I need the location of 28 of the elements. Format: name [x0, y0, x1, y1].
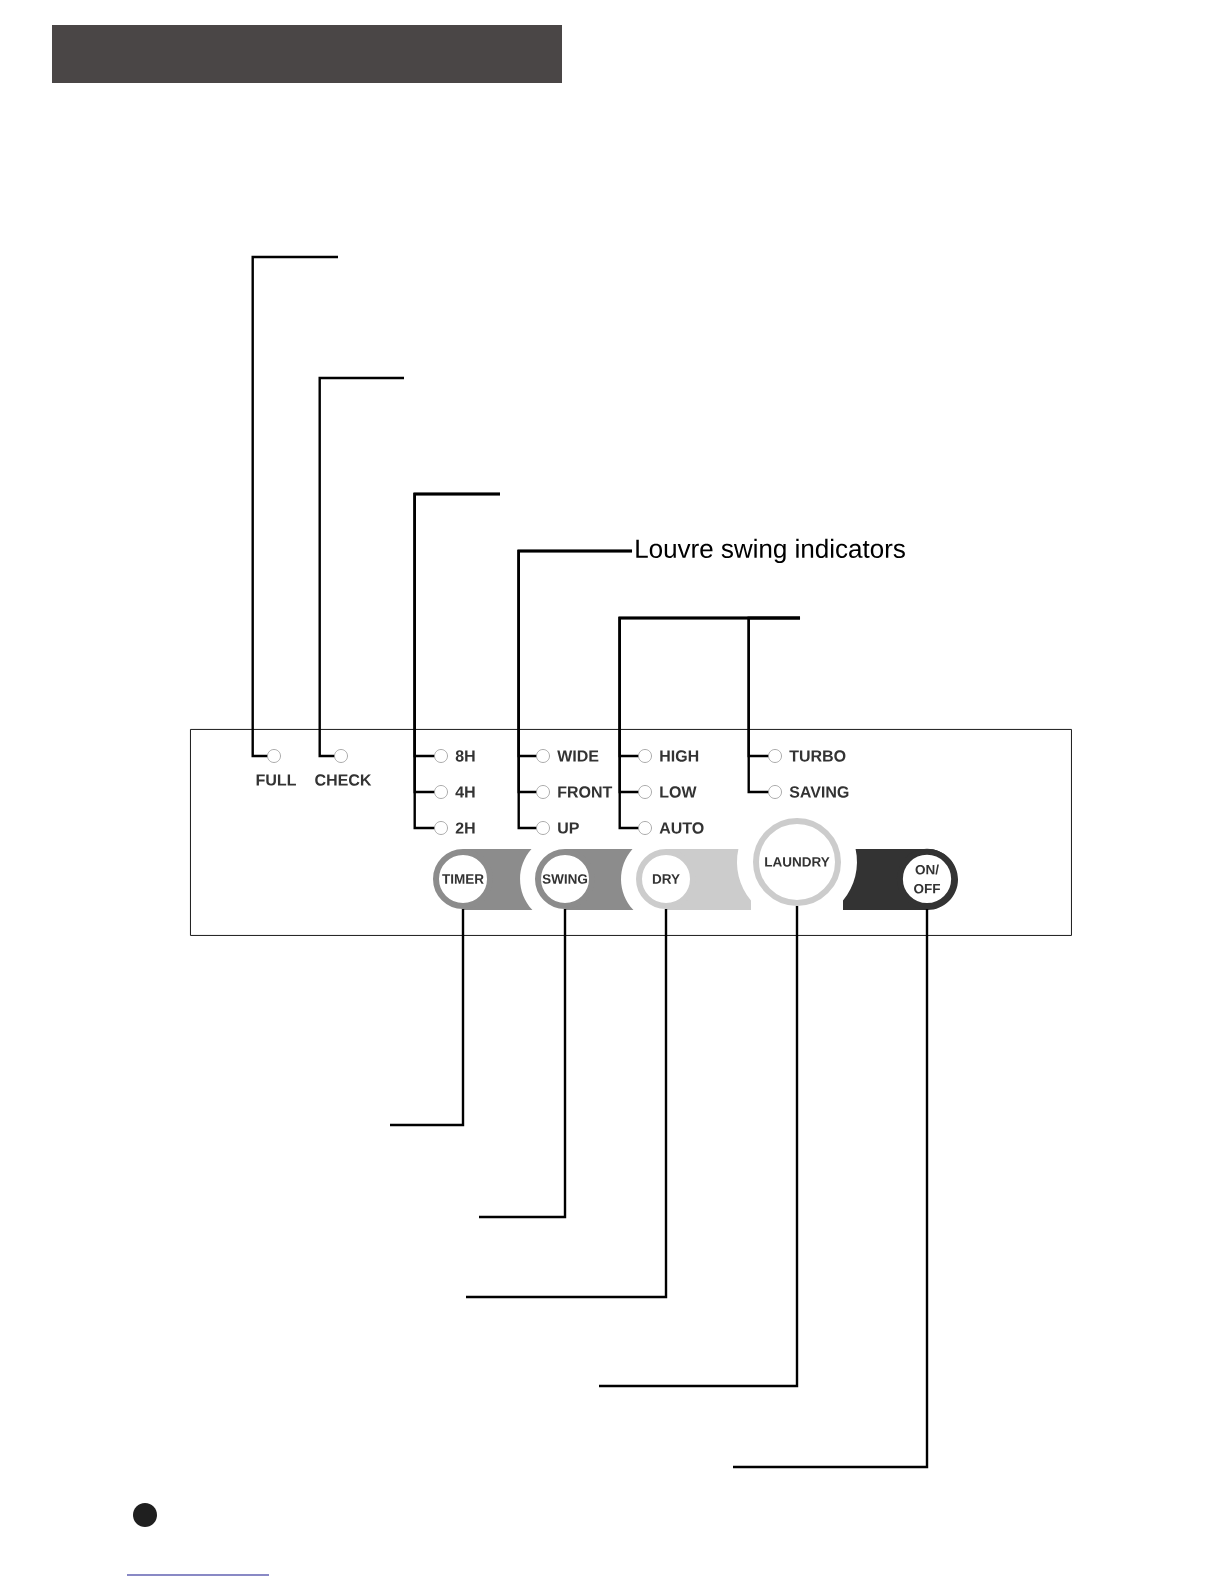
- indicator-label: UP: [558, 822, 579, 834]
- leader-line: [466, 909, 668, 1299]
- indicator-label: AUTO: [659, 822, 704, 834]
- leader-line: [390, 909, 465, 1127]
- indicator-label: 2H: [455, 822, 475, 834]
- indicator-label: 4H: [455, 786, 475, 798]
- indicator-label: FULL: [256, 774, 296, 786]
- callout-text: Louvre swing indicators: [636, 538, 905, 564]
- indicator-label: CHECK: [315, 774, 372, 786]
- control-button: TIMER: [433, 849, 533, 910]
- control-button: LAUNDRY: [753, 818, 841, 906]
- indicator-label: LOW: [660, 786, 697, 798]
- leader-line: [318, 376, 404, 758]
- leader-line: [479, 909, 567, 1219]
- leader-line: [747, 616, 800, 794]
- leader-line: [251, 255, 338, 758]
- leader-line: [733, 909, 929, 1469]
- indicator-label: SAVING: [789, 786, 849, 798]
- control-button: ON/ OFF: [843, 848, 958, 910]
- indicator-label: 8H: [455, 750, 475, 762]
- control-button: SWING: [535, 849, 634, 910]
- indicator-label: HIGH: [660, 750, 699, 762]
- indicator-label: WIDE: [557, 750, 599, 762]
- indicator-label: TURBO: [789, 750, 846, 762]
- indicator-label: FRONT: [558, 786, 613, 798]
- leader-line: [599, 906, 799, 1388]
- control-button: DRY: [636, 849, 751, 910]
- control-panel: [190, 729, 1072, 936]
